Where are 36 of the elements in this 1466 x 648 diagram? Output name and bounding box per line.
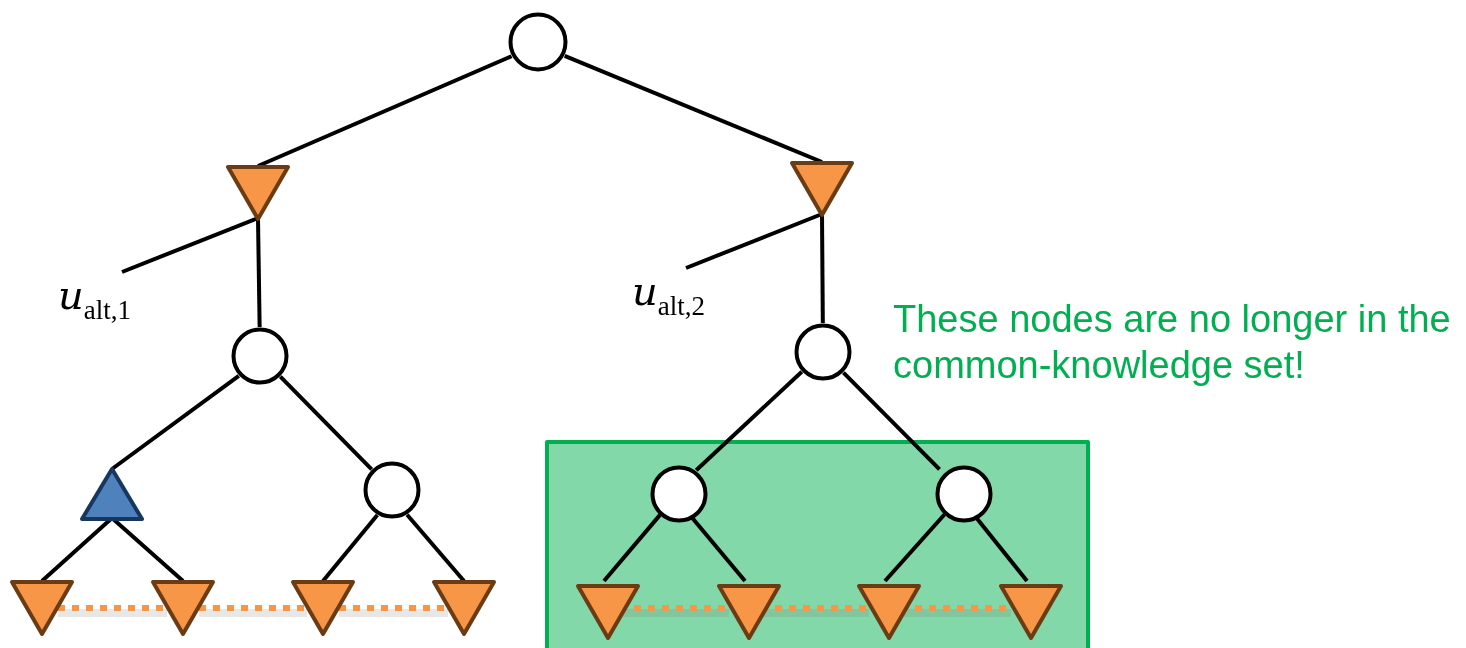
chance-node-circle (363, 461, 421, 519)
information-set-line (199, 605, 307, 611)
opponent-node-triangle (226, 165, 290, 221)
chance-node-circle (231, 327, 289, 385)
tree-edge (685, 212, 823, 270)
annotation-text: These nodes are no longer in the common-knowledge set! (893, 297, 1452, 388)
tree-edge (563, 53, 823, 164)
tree-edge (883, 513, 946, 583)
opponent-node-triangle (432, 580, 496, 636)
opponent-node-triangle (999, 584, 1063, 640)
opponent-node-triangle (10, 580, 74, 636)
variable-label: u$_{alt,2}$ (632, 268, 705, 329)
tree-edge (405, 513, 466, 583)
opponent-node-triangle (291, 580, 355, 636)
chance-node-circle (650, 465, 708, 523)
tree-edge (121, 216, 259, 274)
chance-node-circle (508, 12, 568, 72)
tree-edge (278, 375, 374, 471)
player-node-triangle (80, 467, 144, 521)
tree-edge (321, 513, 379, 583)
chance-node-circle (935, 465, 993, 523)
opponent-node-triangle (151, 580, 215, 636)
opponent-node-triangle (790, 161, 854, 217)
tree-edge (842, 371, 941, 471)
tree-edge (820, 214, 825, 323)
variable-label: u$_{alt,1}$ (58, 272, 131, 333)
opponent-node-triangle (717, 584, 781, 640)
tree-edge (602, 513, 662, 583)
tree-edge (257, 54, 513, 168)
tree-edge (110, 374, 240, 471)
highlight-region (545, 440, 1090, 648)
tree-edge (256, 217, 262, 328)
opponent-node-triangle (576, 584, 640, 640)
opponent-node-triangle (857, 584, 921, 640)
tree-edge (694, 370, 804, 472)
chance-node-circle (794, 323, 852, 381)
